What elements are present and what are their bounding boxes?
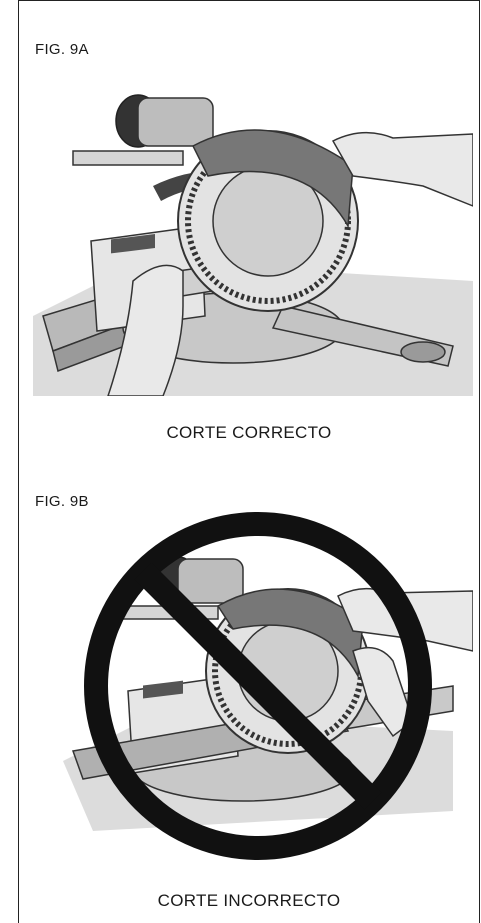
- figure-9a-caption: CORTE CORRECTO: [166, 423, 332, 442]
- figure-9b-illustration: [33, 511, 473, 871]
- prohibition-icon: [84, 512, 432, 860]
- manual-page: FIG. 9A: [18, 0, 480, 923]
- figure-9a-illustration: [33, 66, 473, 396]
- figure-9b-caption: CORTE INCORRECTO: [157, 891, 341, 910]
- miter-saw-incorrect-cut-drawing: [63, 512, 473, 860]
- miter-saw-correct-cut-drawing: [33, 94, 473, 396]
- figure-9b-label: FIG. 9B: [35, 493, 89, 510]
- figure-9a-label: FIG. 9A: [35, 41, 89, 58]
